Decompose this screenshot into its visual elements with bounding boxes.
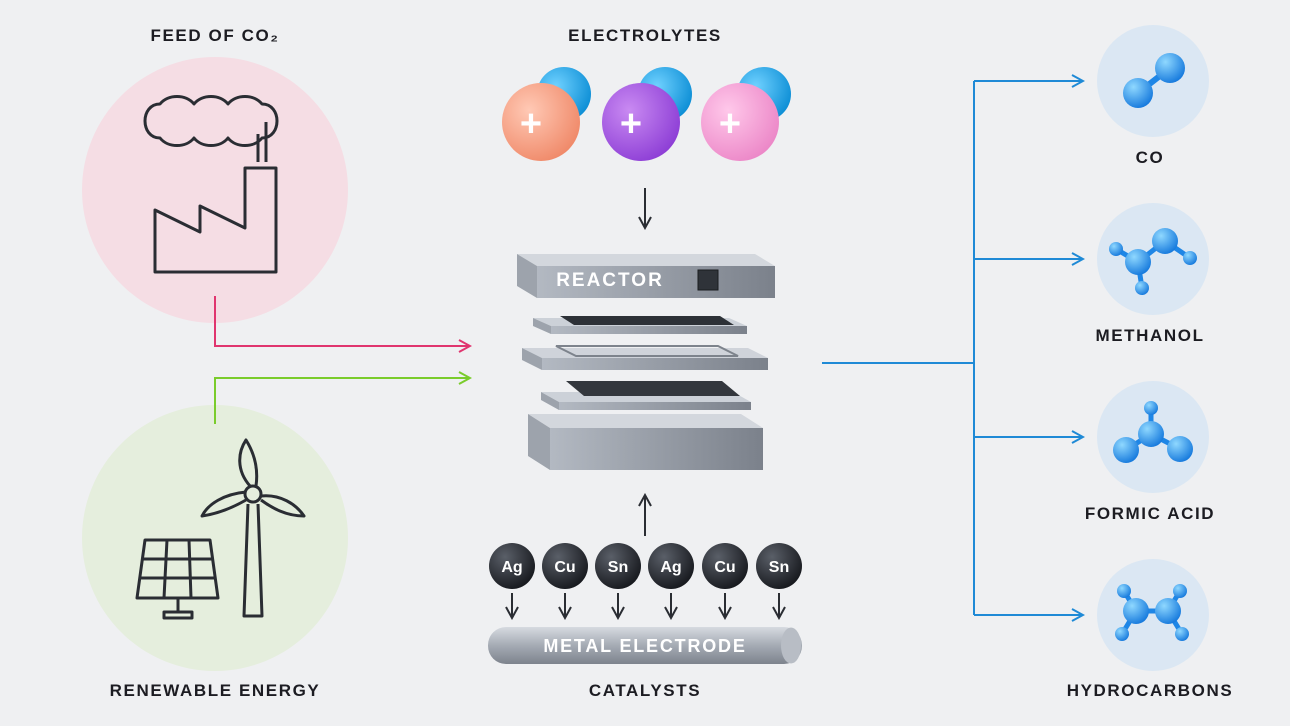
- catalyst-ag: Ag: [648, 543, 694, 618]
- ion-sign: +: [520, 103, 542, 145]
- catalyst-sn: Sn: [756, 543, 802, 618]
- reactor-label: REACTOR: [556, 270, 664, 291]
- catalyst-cu: Cu: [542, 543, 588, 618]
- ion-sign: +: [719, 103, 741, 145]
- reactor-stack: REACTOR: [517, 254, 775, 470]
- energy-arrow: [214, 378, 470, 424]
- catalysts-label: CATALYSTS: [588, 681, 702, 700]
- feed-arrow: [214, 296, 470, 346]
- electrolytes-label: ELECTROLYTES: [568, 26, 722, 45]
- metal-symbol: Cu: [714, 559, 735, 576]
- product-label-formic-acid: FORMIC ACID: [1084, 504, 1216, 523]
- metal-electrode: METAL ELECTRODE: [488, 627, 802, 664]
- feed-label: FEED OF CO₂: [150, 26, 280, 45]
- product-circle-hydrocarbons: [1097, 559, 1209, 671]
- catalyst-cu: Cu: [702, 543, 748, 618]
- ion-orange: [502, 83, 580, 161]
- factory-icon: [143, 95, 279, 274]
- product-label-methanol: METHANOL: [1095, 326, 1205, 345]
- metal-symbol: Sn: [769, 559, 789, 576]
- electrode-layer: [566, 381, 740, 396]
- product-label-co: CO: [1135, 148, 1165, 167]
- catalyst-metals: Ag Cu Sn Ag Cu Sn: [489, 543, 802, 618]
- product-label-hydrocarbons: HYDROCARBONS: [1066, 681, 1234, 700]
- electrolyte-ions: + + +: [502, 67, 791, 161]
- ion-pink: [701, 83, 779, 161]
- electrode-label: METAL ELECTRODE: [543, 636, 746, 656]
- product-arrows: [822, 81, 1083, 615]
- metal-symbol: Ag: [660, 559, 681, 576]
- metal-symbol: Sn: [608, 559, 628, 576]
- catalyst-sn: Sn: [595, 543, 641, 618]
- ion-sign: +: [620, 103, 642, 145]
- ion-purple: [602, 83, 680, 161]
- formic-acid-molecule-icon: [1113, 401, 1193, 463]
- reactor-base: [550, 428, 763, 470]
- hydrocarbon-molecule-icon: [1115, 584, 1189, 641]
- membrane-frame: [555, 345, 739, 357]
- feed-circle: [82, 57, 348, 323]
- catalyst-layer: [560, 316, 734, 325]
- energy-circle: [82, 405, 348, 671]
- energy-label: RENEWABLE ENERGY: [109, 681, 321, 700]
- metal-symbol: Cu: [554, 559, 575, 576]
- co-molecule-icon: [1123, 53, 1185, 108]
- wind-turbine-icon: [200, 438, 306, 618]
- product-circle-methanol: [1097, 203, 1209, 315]
- catalyst-ag: Ag: [489, 543, 535, 618]
- methanol-molecule-icon: [1109, 228, 1197, 295]
- metal-symbol: Ag: [501, 559, 522, 576]
- solar-panel-icon: [135, 538, 220, 620]
- reactor-indicator: [697, 269, 719, 291]
